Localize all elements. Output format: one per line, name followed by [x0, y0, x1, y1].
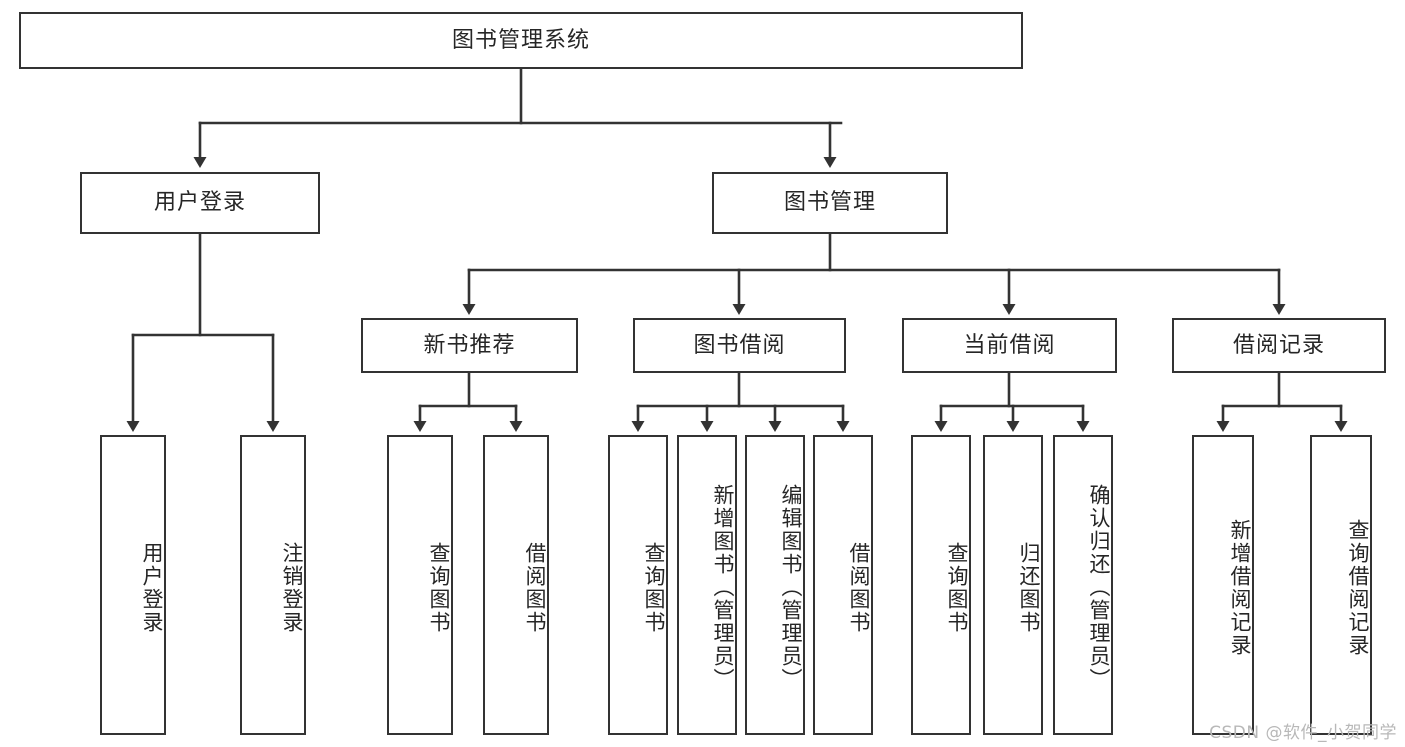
node-leaf-logout[interactable]: 注销登录 — [240, 435, 306, 735]
node-leaf-query-book-1[interactable]: 查询图书 — [387, 435, 453, 735]
node-leaf-user-login[interactable]: 用户登录 — [100, 435, 166, 735]
node-leaf-borrow-book-2-label: 借阅图书 — [847, 542, 871, 634]
node-leaf-logout-label: 注销登录 — [280, 542, 304, 634]
node-leaf-confirm-return-label: 确认归还（管理员） — [1087, 483, 1111, 691]
node-leaf-add-book[interactable]: 新增图书（管理员） — [677, 435, 737, 735]
csdn-watermark: CSDN @软件_小贺同学 — [1209, 723, 1397, 743]
node-user-login[interactable]: 用户登录 — [80, 172, 320, 234]
node-new-book-rec[interactable]: 新书推荐 — [361, 318, 578, 373]
node-leaf-borrow-book-1-label: 借阅图书 — [523, 542, 547, 634]
node-user-login-label: 用户登录 — [153, 190, 246, 216]
node-book-borrow-label: 图书借阅 — [693, 332, 786, 358]
node-leaf-return-book[interactable]: 归还图书 — [983, 435, 1043, 735]
node-root-label: 图书管理系统 — [451, 27, 590, 53]
node-leaf-user-login-label: 用户登录 — [140, 542, 164, 634]
node-leaf-query-book-3-label: 查询图书 — [945, 542, 969, 634]
node-root[interactable]: 图书管理系统 — [19, 12, 1023, 69]
node-book-manage[interactable]: 图书管理 — [712, 172, 948, 234]
node-current-borrow[interactable]: 当前借阅 — [902, 318, 1117, 373]
node-current-borrow-label: 当前借阅 — [963, 332, 1056, 358]
node-leaf-query-book-1-label: 查询图书 — [427, 542, 451, 634]
node-new-book-rec-label: 新书推荐 — [423, 332, 516, 358]
node-borrow-record[interactable]: 借阅记录 — [1172, 318, 1386, 373]
node-leaf-borrow-book-1[interactable]: 借阅图书 — [483, 435, 549, 735]
node-leaf-add-book-label: 新增图书（管理员） — [711, 483, 735, 691]
node-book-manage-label: 图书管理 — [783, 190, 876, 216]
node-leaf-edit-book-label: 编辑图书（管理员） — [779, 483, 803, 691]
node-leaf-query-book-2[interactable]: 查询图书 — [608, 435, 668, 735]
node-leaf-query-record-label: 查询借阅记录 — [1346, 519, 1370, 657]
node-leaf-borrow-book-2[interactable]: 借阅图书 — [813, 435, 873, 735]
node-leaf-edit-book[interactable]: 编辑图书（管理员） — [745, 435, 805, 735]
node-book-borrow[interactable]: 图书借阅 — [633, 318, 846, 373]
node-leaf-query-record[interactable]: 查询借阅记录 — [1310, 435, 1372, 735]
node-leaf-add-record[interactable]: 新增借阅记录 — [1192, 435, 1254, 735]
node-leaf-add-record-label: 新增借阅记录 — [1228, 519, 1252, 657]
node-leaf-query-book-3[interactable]: 查询图书 — [911, 435, 971, 735]
node-borrow-record-label: 借阅记录 — [1232, 332, 1325, 358]
node-leaf-confirm-return[interactable]: 确认归还（管理员） — [1053, 435, 1113, 735]
node-leaf-return-book-label: 归还图书 — [1017, 542, 1041, 634]
node-leaf-query-book-2-label: 查询图书 — [642, 542, 666, 634]
